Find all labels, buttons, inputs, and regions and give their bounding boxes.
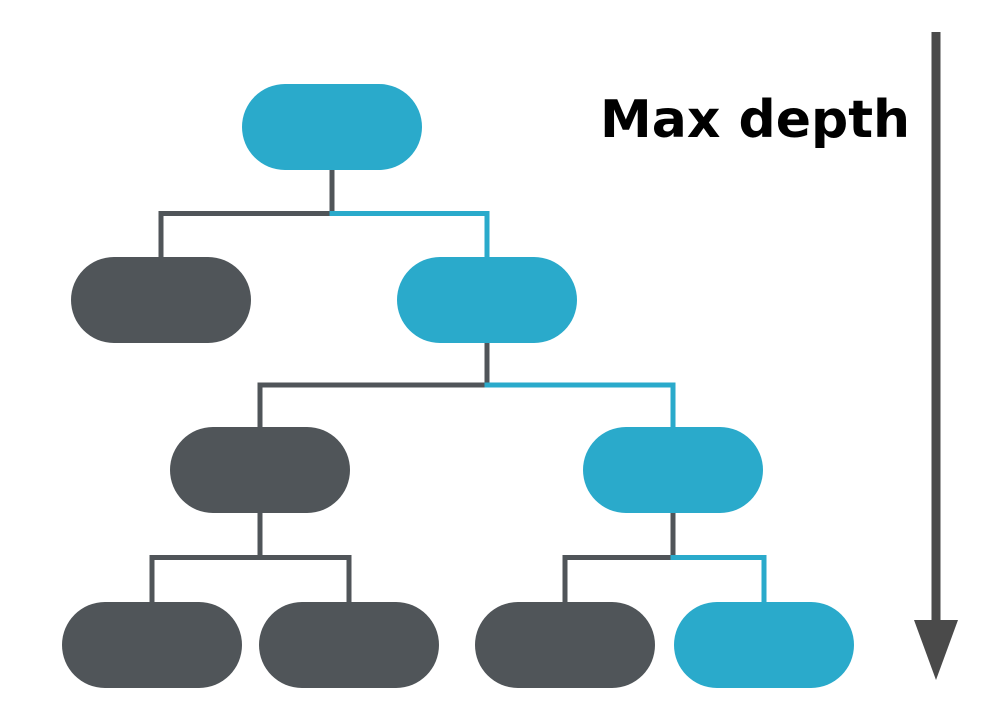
tree-node-d1-left bbox=[71, 257, 251, 343]
tree-node-d3-a bbox=[62, 602, 242, 688]
max-depth-arrow-head bbox=[914, 620, 958, 680]
tree-node-d1-right bbox=[397, 257, 577, 343]
tree-node-root bbox=[242, 84, 422, 170]
max-depth-label: Max depth bbox=[600, 90, 911, 150]
tree-node-d3-c bbox=[475, 602, 655, 688]
tree-edges bbox=[149, 165, 767, 607]
max-depth-arrow bbox=[914, 32, 958, 680]
tree-nodes bbox=[62, 84, 854, 688]
tree-node-d3-d bbox=[674, 602, 854, 688]
tree-node-d3-b bbox=[259, 602, 439, 688]
tree-node-d2-left bbox=[170, 427, 350, 513]
tree-node-d2-right bbox=[583, 427, 763, 513]
